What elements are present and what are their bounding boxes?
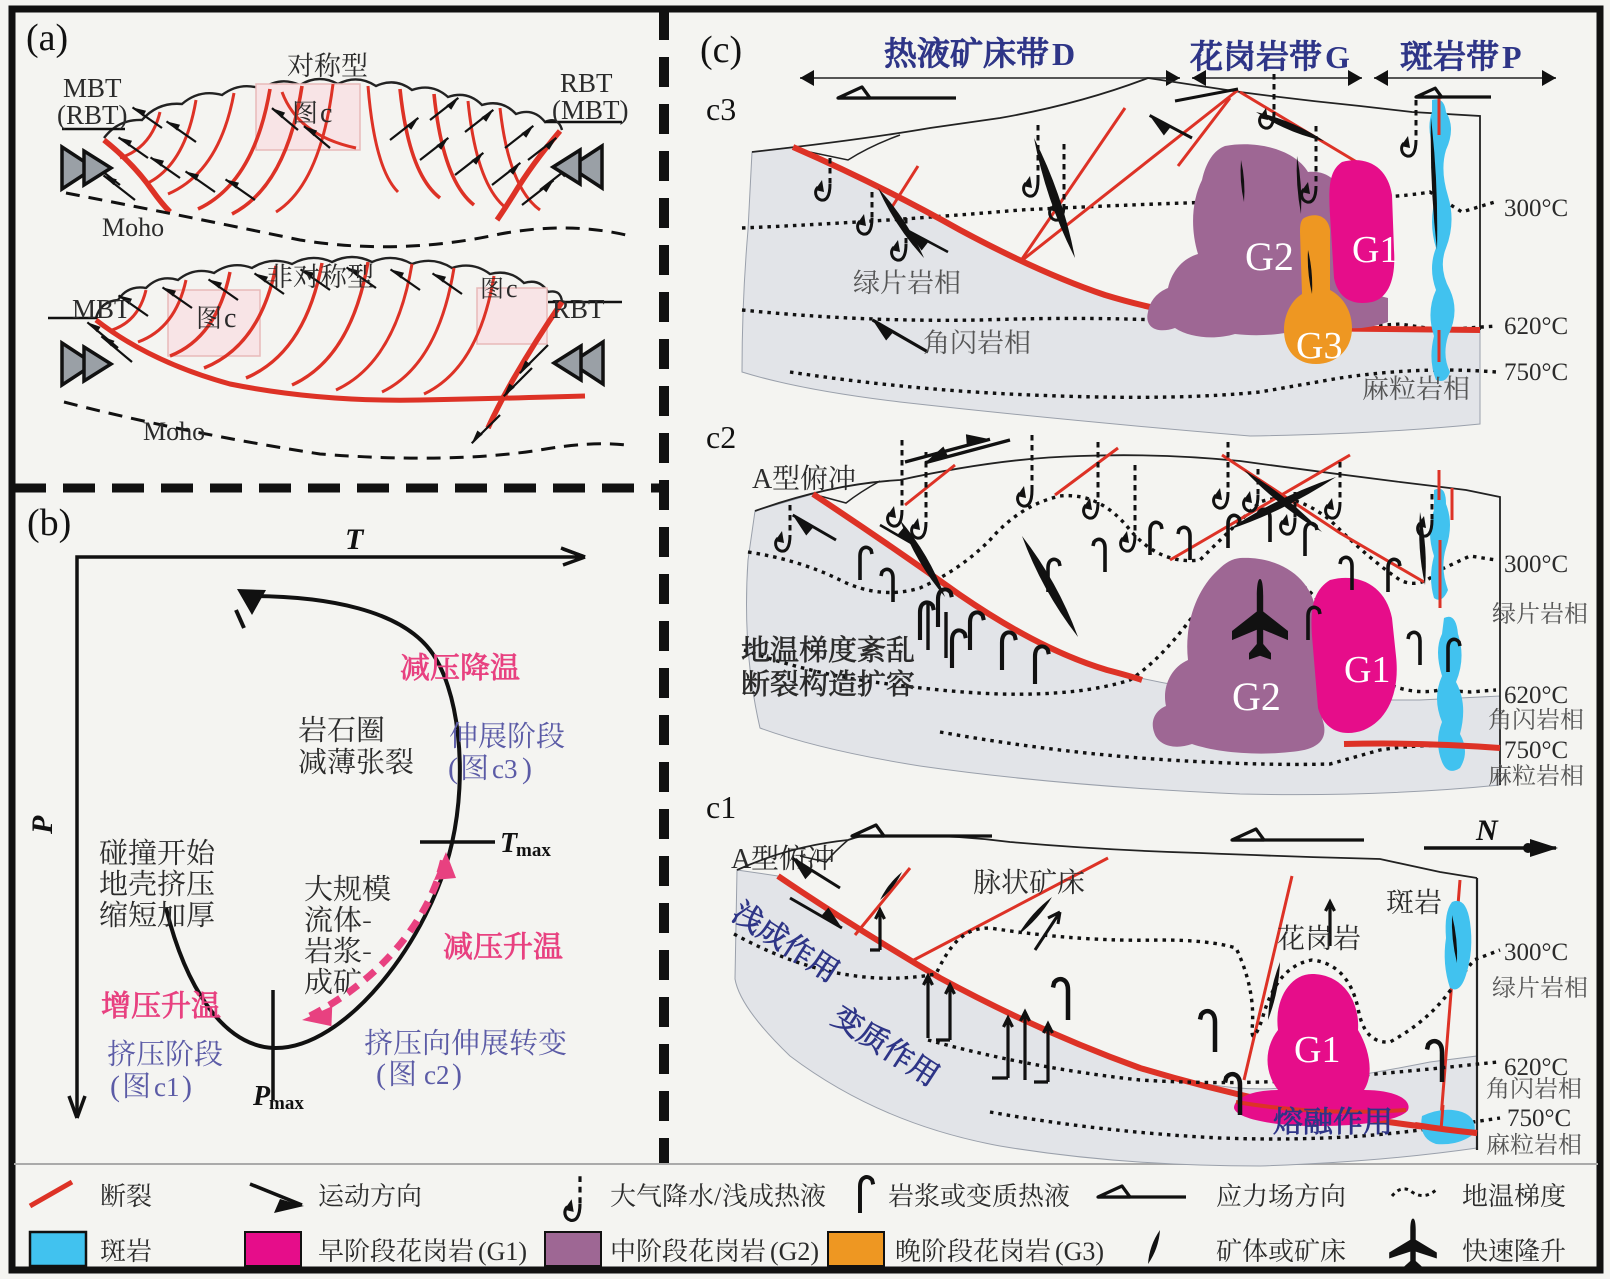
svg-text:750°C: 750°C (1504, 359, 1568, 386)
svg-text:620°C: 620°C (1504, 682, 1568, 709)
svg-text:G2: G2 (1232, 674, 1281, 719)
svg-text:D: D (1052, 36, 1075, 72)
svg-text:Moho: Moho (102, 213, 164, 242)
svg-text:RBT: RBT (552, 294, 605, 324)
svg-text:(b): (b) (27, 502, 71, 544)
svg-text:N: N (1475, 814, 1499, 847)
svg-text:Moho: Moho (143, 417, 205, 446)
svg-text:(: ( (376, 1058, 386, 1091)
svg-text:(c): (c) (700, 29, 742, 71)
svg-text:620°C: 620°C (1504, 313, 1568, 340)
svg-text:(: ( (110, 1070, 120, 1103)
svg-text:max: max (516, 840, 551, 861)
svg-text:MBT: MBT (72, 294, 131, 324)
svg-text:G: G (1325, 39, 1350, 75)
svg-text:(: ( (448, 752, 458, 785)
svg-text:T: T (500, 828, 519, 859)
svg-text:300°C: 300°C (1504, 939, 1568, 966)
svg-text:750°C: 750°C (1507, 1105, 1571, 1132)
svg-text:c1: c1 (706, 789, 736, 825)
svg-text:MBT: MBT (63, 73, 122, 103)
svg-text:G3: G3 (1296, 325, 1342, 367)
svg-text:): ) (522, 752, 532, 785)
svg-text:RBT: RBT (560, 68, 613, 98)
svg-text:(MBT): (MBT) (552, 95, 629, 125)
svg-text:max: max (269, 1093, 304, 1114)
svg-text:(G1): (G1) (478, 1237, 527, 1266)
svg-text:G1: G1 (1294, 1029, 1340, 1071)
svg-text:): ) (452, 1058, 462, 1091)
svg-text:(G2): (G2) (770, 1237, 819, 1266)
svg-text:(G3): (G3) (1055, 1237, 1104, 1266)
svg-text:P: P (1502, 39, 1522, 75)
svg-text:c3: c3 (706, 91, 736, 127)
svg-text:c3: c3 (492, 754, 517, 784)
svg-text:A: A (752, 464, 773, 495)
svg-text:c: c (224, 303, 236, 334)
svg-text:(a): (a) (26, 17, 68, 59)
svg-text:G1: G1 (1344, 649, 1390, 691)
svg-text:P: P (252, 1081, 271, 1112)
svg-text:750°C: 750°C (1504, 737, 1568, 764)
svg-text:A: A (731, 844, 752, 875)
svg-text:c: c (506, 274, 518, 303)
svg-text:/: / (714, 1182, 722, 1211)
svg-text:300°C: 300°C (1504, 195, 1568, 222)
svg-text:T: T (345, 523, 365, 556)
svg-text:P: P (26, 815, 59, 835)
svg-text:c: c (320, 98, 332, 129)
svg-text:G1: G1 (1352, 229, 1398, 271)
svg-text:): ) (182, 1070, 192, 1103)
svg-text:300°C: 300°C (1504, 551, 1568, 578)
svg-text:c1: c1 (154, 1072, 179, 1102)
svg-text:c2: c2 (706, 419, 736, 455)
svg-text:c2: c2 (424, 1060, 449, 1090)
svg-text:(RBT): (RBT) (57, 100, 128, 130)
svg-text:620°C: 620°C (1504, 1054, 1568, 1081)
svg-text:G2: G2 (1245, 234, 1294, 279)
